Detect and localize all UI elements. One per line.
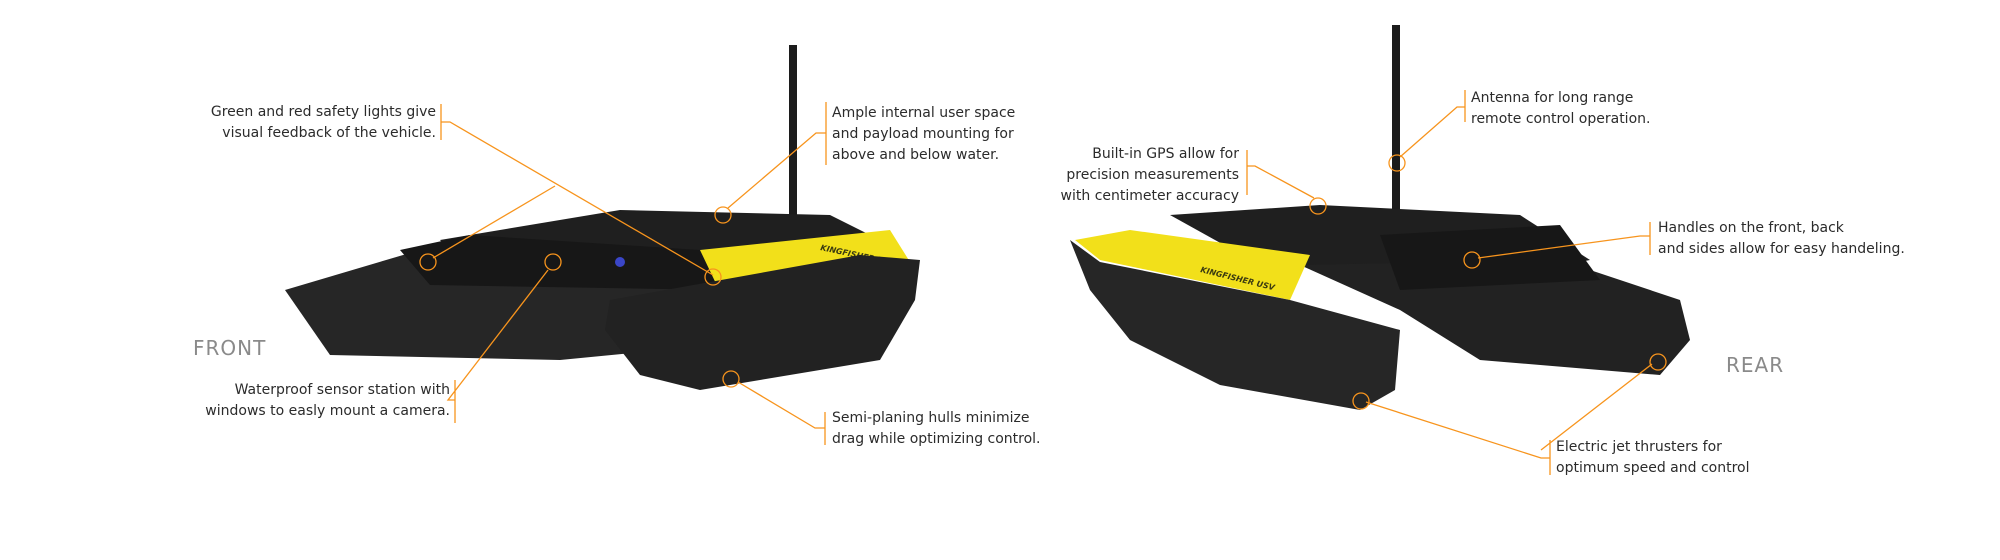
callout-line: optimum speed and control (1556, 460, 1750, 476)
antenna (1392, 25, 1400, 235)
front-view-label: FRONT (193, 336, 267, 360)
callout-line: drag while optimizing control. (832, 431, 1041, 447)
status-light (615, 257, 625, 267)
callout-line: Antenna for long range (1471, 90, 1634, 106)
callout-line: above and below water. (832, 147, 1000, 163)
callout-gps: Built-in GPS allow for precision measure… (1061, 144, 1239, 207)
front-view-boat: KINGFISHER USV (285, 45, 920, 390)
left-hull (1070, 240, 1400, 410)
right-hull (605, 255, 920, 390)
rear-view-boat: KINGFISHER USV (1070, 25, 1690, 410)
callout-handles: Handles on the front, back and sides all… (1658, 218, 1905, 260)
callout-user-space: Ample internal user space and payload mo… (832, 103, 1015, 166)
callout-line: windows to easly mount a camera. (205, 403, 450, 419)
antenna (789, 45, 797, 220)
callout-hulls: Semi-planing hulls minimize drag while o… (832, 408, 1041, 450)
callout-sensor-station: Waterproof sensor station with windows t… (205, 380, 450, 422)
callout-line: Ample internal user space (832, 105, 1016, 121)
callout-safety-lights: Green and red safety lights give visual … (211, 102, 436, 144)
callout-line: Built-in GPS allow for (1092, 146, 1239, 162)
rear-cover (1075, 230, 1310, 300)
callout-line: Electric jet thrusters for (1556, 439, 1722, 455)
callout-thrusters: Electric jet thrusters for optimum speed… (1556, 437, 1750, 479)
handle-frame (1380, 225, 1600, 290)
callout-line: remote control operation. (1471, 111, 1651, 127)
callout-line: visual feedback of the vehicle. (222, 125, 436, 141)
callout-line: Green and red safety lights give (210, 104, 436, 120)
callout-line: with centimeter accuracy (1060, 188, 1239, 204)
callout-line: precision measurements (1066, 167, 1239, 183)
rear-view-label: REAR (1726, 353, 1785, 377)
callout-line: Semi-planing hulls minimize (832, 410, 1030, 426)
callout-line: and payload mounting for (832, 126, 1014, 142)
sensor-station (400, 235, 720, 290)
callout-leaders (419, 90, 1667, 475)
right-hull (1300, 260, 1690, 375)
callout-line: Waterproof sensor station with (234, 382, 450, 398)
callout-line: and sides allow for easy handeling. (1658, 241, 1905, 257)
callout-antenna: Antenna for long range remote control op… (1471, 88, 1650, 130)
callout-line: Handles on the front, back (1658, 220, 1844, 236)
